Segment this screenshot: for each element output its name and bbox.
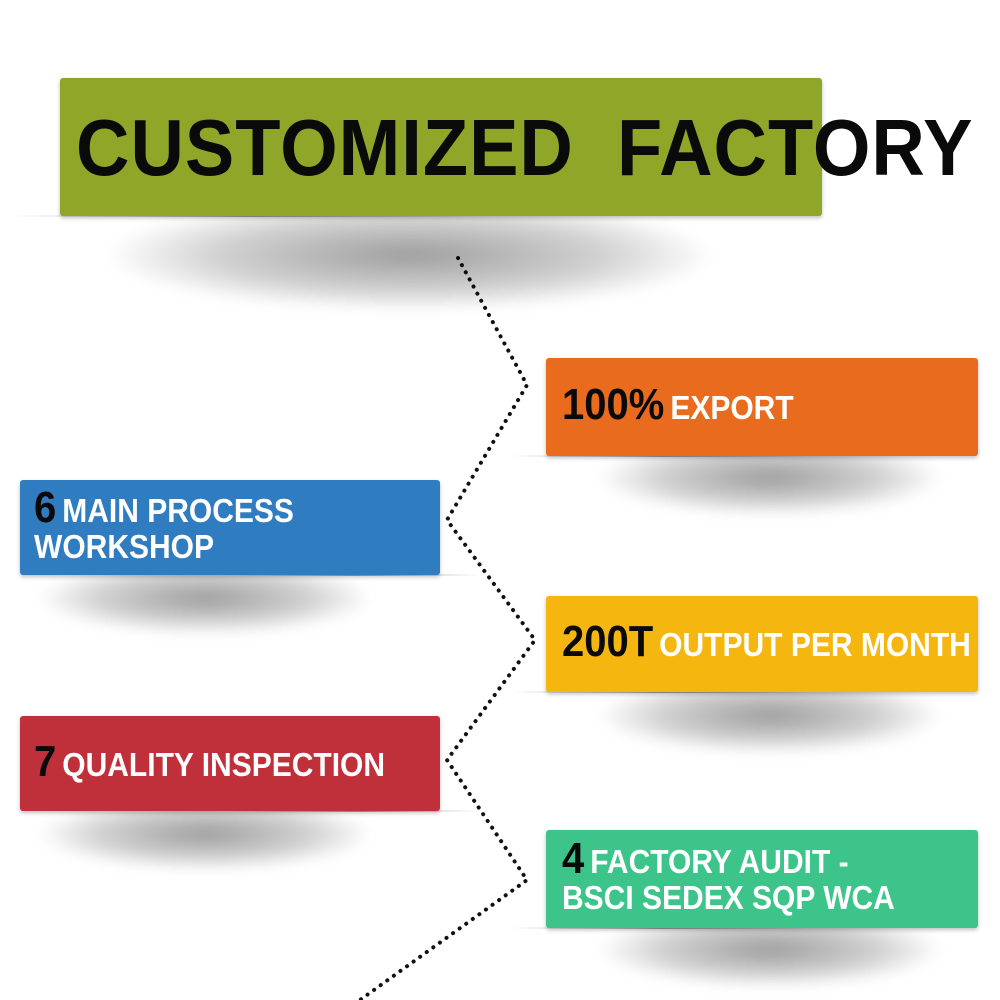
audit-underline (512, 927, 812, 929)
quality-underline (230, 810, 480, 812)
export-underline (512, 455, 812, 457)
export-line: 100%EXPORT (562, 383, 978, 428)
process-number: 6 (34, 483, 57, 532)
quality-number: 7 (34, 737, 57, 786)
output-label: OUTPUT PER MONTH (659, 627, 971, 664)
output-underline (512, 691, 812, 693)
audit-line-2: BSCI SEDEX SQP WCA (562, 880, 895, 917)
output-number: 200T (562, 617, 654, 666)
title-shadow (110, 200, 710, 310)
audit-number: 4 (562, 834, 585, 883)
export-label: EXPORT (670, 390, 794, 427)
export-banner: 100%EXPORT (546, 358, 978, 456)
title-banner: CUSTOMIZED FACTORY (60, 78, 974, 216)
process-line-2: WORKSHOP (34, 528, 214, 566)
audit-label: FACTORY AUDIT - (590, 844, 849, 881)
process-underline (230, 574, 480, 576)
process-label: MAIN PROCESS (62, 493, 294, 530)
quality-label: QUALITY INSPECTION (62, 747, 386, 784)
export-number: 100% (562, 380, 665, 429)
title-underline (10, 215, 490, 217)
title-text: CUSTOMIZED FACTORY (76, 102, 974, 192)
